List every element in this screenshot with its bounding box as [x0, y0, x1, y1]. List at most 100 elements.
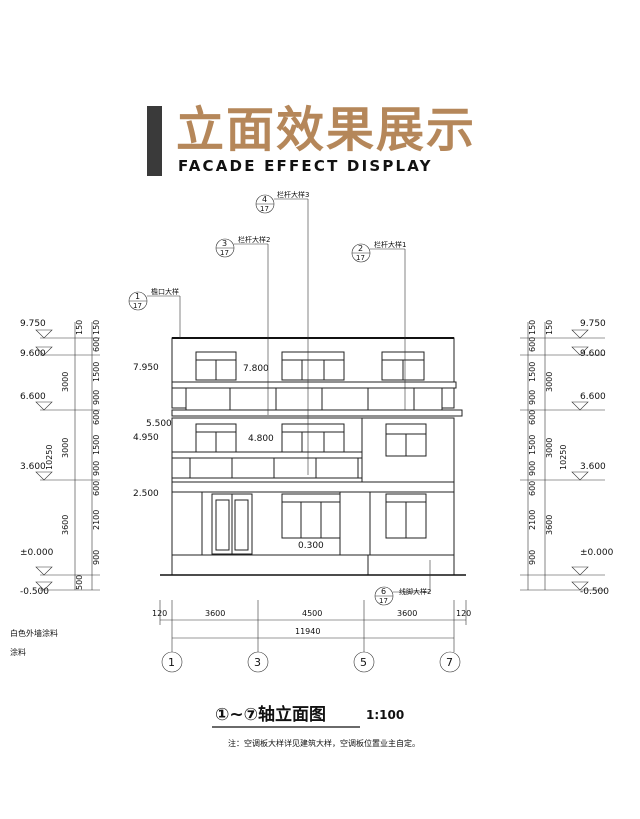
dim-label: 150 — [92, 320, 101, 335]
right-vertical-dims: 150 150 600 1500 900 600 1500 900 600 21… — [528, 320, 568, 565]
callout-ref: 17 — [379, 597, 388, 605]
callout-ref: 17 — [220, 249, 229, 257]
dim-label: 3600 — [61, 515, 70, 535]
level-label: 9.750 — [20, 319, 46, 329]
dim-label: 900 — [92, 461, 101, 476]
dim-label: 900 — [528, 550, 537, 565]
level-label: ±0.000 — [20, 548, 54, 558]
dim-label: 1500 — [92, 362, 101, 382]
callout-molding-2 — [374, 560, 431, 606]
axis-label: 5 — [360, 656, 367, 669]
side-note: 白色外墙涂料 — [10, 628, 58, 638]
callout-label: 栏杆大样2 — [238, 235, 270, 244]
dim-label: 600 — [92, 410, 101, 425]
callout-cornice — [128, 291, 181, 338]
page-subtitle: FACADE EFFECT DISPLAY — [178, 157, 433, 175]
detail-callouts: 1 17 檐口大样 3 17 栏杆大样2 4 17 栏杆大样3 2 17 栏杆 — [128, 190, 431, 606]
level-label: 0.300 — [298, 541, 324, 551]
callout-ref: 17 — [260, 205, 269, 213]
building-facade — [160, 337, 466, 576]
dim-label: 600 — [92, 481, 101, 496]
callout-label: 线脚大样2 — [399, 587, 431, 596]
right-level-labels: 9.750 9.600 6.600 3.600 ±0.000 -0.500 — [580, 319, 614, 597]
dim-label: 3000 — [545, 372, 554, 392]
dim-label: 3600 — [545, 515, 554, 535]
level-label: 9.600 — [20, 349, 46, 359]
level-label: 7.800 — [243, 364, 269, 374]
dim-label: 3000 — [545, 438, 554, 458]
level-label: 3.600 — [20, 462, 46, 472]
horizontal-dimension-chain — [159, 600, 467, 652]
callout-label: 栏杆大样1 — [374, 240, 406, 249]
dim-label: 10250 — [45, 445, 54, 470]
side-note: 涂料 — [10, 647, 26, 657]
left-vertical-dims: 150 150 600 1500 900 600 1500 900 600 21… — [45, 320, 101, 590]
axis-bubble — [439, 651, 461, 673]
level-label: 9.750 — [580, 319, 606, 329]
right-dimension-chain — [520, 322, 605, 591]
dim-label: 1500 — [92, 435, 101, 455]
dim-label: 150 — [545, 320, 554, 335]
level-label: 2.500 — [133, 489, 159, 499]
callout-label: 栏杆大样3 — [277, 190, 309, 199]
level-label: 5.500 — [146, 419, 172, 429]
level-label: ±0.000 — [580, 548, 614, 558]
page-title: 立面效果展示 — [176, 102, 477, 158]
dim-label: 600 — [528, 337, 537, 352]
level-label: 7.950 — [133, 363, 159, 373]
dim-label: 900 — [528, 390, 537, 405]
level-markers — [35, 329, 589, 591]
dim-label: 900 — [92, 390, 101, 405]
level-label: 4.800 — [248, 434, 274, 444]
inner-level-labels: 7.800 4.800 0.300 — [243, 364, 324, 551]
callout-number: 1 — [135, 292, 140, 301]
axis-label: 7 — [446, 656, 453, 669]
callout-number: 4 — [262, 195, 267, 204]
callout-ref: 17 — [356, 254, 365, 262]
dim-label: 900 — [528, 461, 537, 476]
axis-bubble — [353, 651, 375, 673]
level-label: -0.500 — [580, 587, 609, 597]
axis-label: 1 — [168, 656, 175, 669]
callout-label: 檐口大样 — [151, 287, 179, 296]
level-label: 9.600 — [580, 349, 606, 359]
callout-railing-1 — [351, 243, 406, 410]
title-accent-bar — [147, 106, 162, 176]
callout-railing-2 — [215, 238, 269, 415]
dim-label: 1500 — [528, 362, 537, 382]
dim-label: 900 — [92, 550, 101, 565]
callout-railing-3 — [255, 194, 309, 475]
callout-number: 2 — [358, 244, 363, 253]
level-label: 6.600 — [580, 392, 606, 402]
level-label: -0.500 — [20, 587, 49, 597]
level-label: 6.600 — [20, 392, 46, 402]
callout-number: 6 — [381, 587, 386, 596]
axis-label: 3 — [254, 656, 261, 669]
dim-label: 150 — [528, 320, 537, 335]
dim-label: 11940 — [295, 627, 320, 636]
dim-label: 600 — [528, 410, 537, 425]
drawing-note: 注：空调板大样详见建筑大样，空调板位置业主自定。 — [228, 738, 420, 748]
callout-ref: 17 — [133, 302, 142, 310]
dim-label: 1500 — [528, 435, 537, 455]
dim-label: 2100 — [92, 510, 101, 530]
dim-label: 10250 — [559, 445, 568, 470]
dim-label: 600 — [528, 481, 537, 496]
axis-bubble — [247, 651, 269, 673]
drawing-scale: 1:100 — [366, 708, 404, 722]
dim-label: 3000 — [61, 438, 70, 458]
dim-label: 3600 — [397, 609, 417, 618]
left-level-labels: 9.750 9.600 7.950 6.600 5.500 4.950 3.60… — [20, 319, 172, 597]
axis-bubbles: 1 3 5 7 — [161, 651, 461, 673]
left-dimension-chain — [40, 322, 100, 591]
dim-label: 2100 — [528, 510, 537, 530]
drawing-title: ①~⑦轴立面图 — [215, 704, 326, 725]
dim-label: 3000 — [61, 372, 70, 392]
horizontal-dim-labels: 120 3600 4500 3600 120 11940 — [152, 609, 471, 636]
dim-label: 120 — [456, 609, 471, 618]
dim-label: 500 — [75, 575, 84, 590]
level-label: 4.950 — [133, 433, 159, 443]
callout-number: 3 — [222, 239, 227, 248]
level-label: 3.600 — [580, 462, 606, 472]
